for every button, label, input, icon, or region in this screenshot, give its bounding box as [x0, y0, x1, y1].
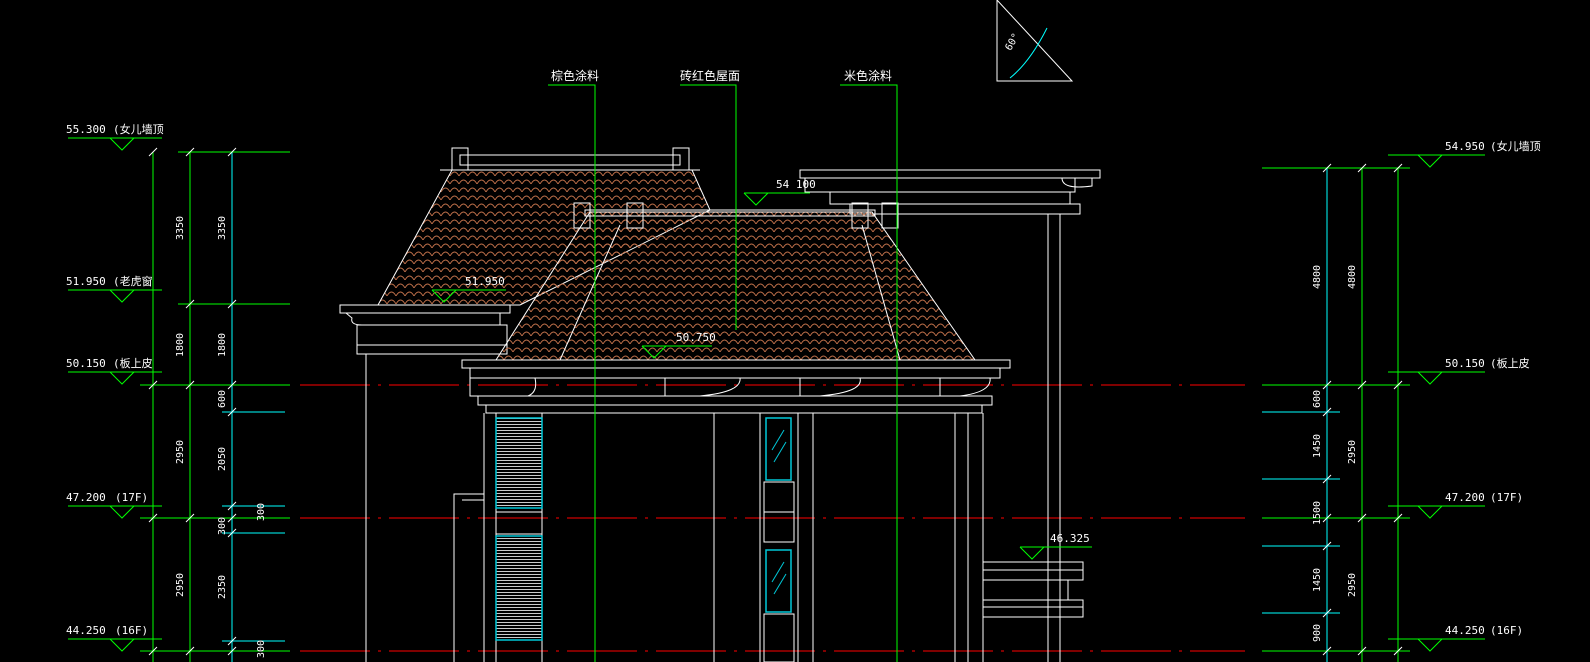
- right-dim-outer-3: 2950: [1347, 573, 1358, 597]
- louvre-window-upper: [495, 417, 543, 509]
- level-roof-low: 50.750: [676, 331, 716, 344]
- left-dims-inner: 3350 1800 600 2050 300 300 2350 300: [217, 216, 267, 658]
- left-level-note-1: (女儿墙顶: [113, 122, 164, 136]
- left-dim-inner-2: 1800: [217, 333, 228, 357]
- left-level-value-3: 50.150: [66, 357, 106, 370]
- right-level-markers: 54.950 (女儿墙顶 50.150 (板上皮 47.200 (17F) 44…: [1388, 139, 1541, 652]
- right-level-value-2: 50.150: [1445, 357, 1485, 370]
- front-roof-ridge: [584, 209, 876, 217]
- left-level-markers: 55.300 (女儿墙顶 51.950 (老虎窗 50.150 (板上皮 47.…: [66, 122, 164, 652]
- right-level-value-1: 54.950: [1445, 140, 1485, 153]
- right-level-note-4: (16F): [1490, 624, 1523, 637]
- roof-level-markers: [431, 192, 1092, 560]
- right-dims-outer: 4800 2950 2950: [1347, 265, 1358, 597]
- right-dim-inner-2: 600: [1312, 390, 1323, 408]
- right-dim-inner-1: 4800: [1312, 265, 1323, 289]
- left-dim-outer-3: 2950: [175, 440, 186, 464]
- right-dims-inner: 4800 600 1450 1500 1450 900: [1312, 265, 1323, 642]
- left-level-note-2: (老虎窗: [113, 274, 153, 288]
- left-dim-outer-1: 3350: [175, 216, 186, 240]
- left-level-value-4: 47.200: [66, 491, 106, 504]
- main-eave: [461, 359, 1011, 369]
- right-level-value-3: 47.200: [1445, 491, 1485, 504]
- left-level-value-5: 44.250: [66, 624, 106, 637]
- louvre-window-lower: [495, 535, 543, 641]
- left-dim-inner-5: 300: [256, 503, 267, 521]
- left-dim-inner-6: 300: [217, 517, 228, 535]
- right-parapet-cap: [799, 169, 1101, 179]
- callout-red-roof: 砖红色屋面: [680, 68, 740, 83]
- callout-brown-paint: 棕色涂料: [551, 68, 599, 83]
- building-elevation: [339, 147, 1101, 662]
- left-level-note-3: (板上皮: [113, 356, 153, 370]
- floor-lines: [300, 384, 1245, 652]
- angle-arc-icon: [1009, 27, 1048, 79]
- right-dim-inner-4: 1500: [1312, 501, 1323, 525]
- left-dim-inner-7: 2350: [217, 575, 228, 599]
- material-callouts: 棕色涂料 砖红色屋面 米色涂料: [551, 68, 892, 83]
- left-dim-inner-3: 600: [217, 390, 228, 408]
- left-dimension-lines: [140, 147, 290, 662]
- right-level-value-4: 44.250: [1445, 624, 1485, 637]
- right-level-note-3: (17F): [1490, 491, 1523, 504]
- angle-label: 60°: [1004, 32, 1023, 53]
- right-dim-outer-2: 2950: [1347, 440, 1358, 464]
- right-dim-inner-6: 900: [1312, 624, 1323, 642]
- material-leaders: [548, 84, 898, 662]
- left-dim-inner-1: 3350: [217, 216, 228, 240]
- right-level-note-2: (板上皮: [1490, 356, 1530, 370]
- level-roof-mid: 51.950: [465, 275, 505, 288]
- left-cornice-top: [339, 304, 511, 314]
- left-level-value-1: 55.300: [66, 123, 106, 136]
- angle-indicator: 60°: [996, 0, 1074, 82]
- main-frieze: [477, 395, 993, 406]
- left-level-value-2: 51.950: [66, 275, 106, 288]
- right-dim-inner-3: 1450: [1312, 434, 1323, 458]
- left-level-note-5: (16F): [115, 624, 148, 637]
- level-balcony: 46.325: [1050, 532, 1090, 545]
- left-dim-outer-2: 1800: [175, 333, 186, 357]
- left-dims-outer: 3350 1800 2950 2950: [175, 216, 186, 597]
- left-dim-inner-4: 2050: [217, 447, 228, 471]
- glazed-window-upper: [765, 417, 792, 481]
- roof-level-labels: 54 100 51.950 50.750 46.325: [465, 178, 1090, 545]
- level-roof-peak: 54 100: [776, 178, 816, 191]
- left-dim-outer-4: 2950: [175, 573, 186, 597]
- left-dim-inner-8: 300: [256, 640, 267, 658]
- balcony-slab: [982, 561, 1084, 571]
- back-roof-ridge-cap: [459, 154, 681, 166]
- callout-beige-paint: 米色涂料: [844, 68, 892, 83]
- left-level-note-4: (17F): [115, 491, 148, 504]
- right-level-note-1: (女儿墙顶: [1490, 139, 1541, 153]
- right-dim-inner-5: 1450: [1312, 568, 1323, 592]
- right-dim-outer-1: 4800: [1347, 265, 1358, 289]
- glazed-window-lower: [765, 549, 792, 613]
- angle-triangle: [996, 0, 1074, 82]
- right-dimension-lines: [1262, 163, 1410, 662]
